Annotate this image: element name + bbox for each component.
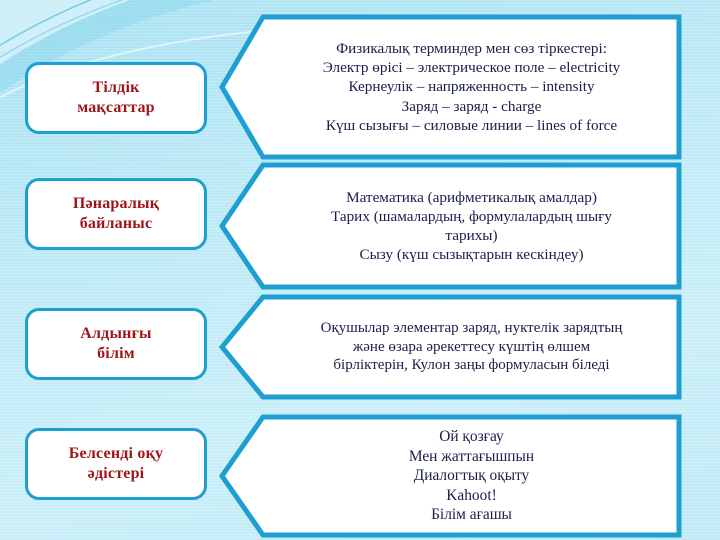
row-label-line: әдістері (87, 465, 145, 482)
content-line: Оқушылар элементар заряд, нуктелік заряд… (320, 319, 623, 336)
row-content-callout-belsendi-oqu-adisteri[interactable]: Ой қозғау Мен жаттағышпын Диалогтық оқыт… (219, 414, 682, 538)
content-line: Күш сызығы – силовые линии – lines of fo… (325, 116, 618, 134)
row-label-panaralyq-bailanys[interactable]: Пәнаралық байланыс (25, 178, 207, 250)
chevron-arrow-shape (219, 14, 682, 160)
row-label-line: Тілдік (92, 78, 140, 96)
row-label-line: Пәнаралық (72, 194, 160, 212)
chevron-arrow-shape (219, 294, 682, 400)
content-line: Заряд – заряд - charge (401, 97, 542, 115)
row-label-line: білім (97, 345, 135, 362)
row-label-line: Алдынғы (80, 324, 152, 342)
content-line: Сызу (күш сызықтарын кескіндеу) (359, 246, 584, 264)
content-line: және өзара әрекеттесу күштің өлшем (352, 338, 591, 355)
row-content-callout-aldyngy-bilim[interactable]: Оқушылар элементар заряд, нуктелік заряд… (219, 294, 682, 400)
content-line: Физикалық терминдер мен сөз тіркестері: (336, 40, 607, 58)
row-label-line: мақсаттар (77, 99, 155, 116)
row-label-tildik-maqsattar[interactable]: Тілдік мақсаттар (25, 62, 207, 134)
row-content-text: Оқушылар элементар заряд, нуктелік заряд… (219, 294, 682, 400)
row-content-callout-panaralyq-bailanys[interactable]: Математика (арифметикалық амалдар) Тарих… (219, 162, 682, 290)
content-line: Кернеулік – напряженность – intensity (348, 78, 595, 96)
row-content-text: Ой қозғау Мен жаттағышпын Диалогтық оқыт… (219, 414, 682, 538)
row-content-callout-tildik-maqsattar[interactable]: Физикалық терминдер мен сөз тіркестері: … (219, 14, 682, 160)
content-line: Электр өрісі – электрическое поле – elec… (322, 59, 621, 77)
row-label-line: Белсенді оқу (68, 444, 164, 462)
row-label-belsendi-oqu-adisteri[interactable]: Белсенді оқу әдістері (25, 428, 207, 500)
content-line: Білім ағашы (431, 506, 512, 524)
content-line: тарихы) (445, 227, 498, 244)
row-label-aldyngy-bilim[interactable]: Алдынғы білім (25, 308, 207, 380)
content-line: Мен жаттағышпын (408, 447, 535, 465)
content-line: Тарих (шамалардың, формулалардың шығу (330, 207, 613, 225)
row-content-text: Физикалық терминдер мен сөз тіркестері: … (219, 14, 682, 160)
row-label-line: байланыс (79, 215, 153, 232)
content-line: Kahoot! (446, 486, 497, 504)
content-line: Диалогтық оқыту (413, 467, 530, 485)
row-content-text: Математика (арифметикалық амалдар) Тарих… (219, 162, 682, 290)
content-line: Математика (арифметикалық амалдар) (346, 188, 597, 206)
chevron-arrow-shape (219, 162, 682, 290)
content-line: бірліктерін, Кулон заңы формуласын білед… (333, 357, 610, 374)
chevron-arrow-shape (219, 414, 682, 538)
content-line: Ой қозғау (439, 428, 504, 446)
